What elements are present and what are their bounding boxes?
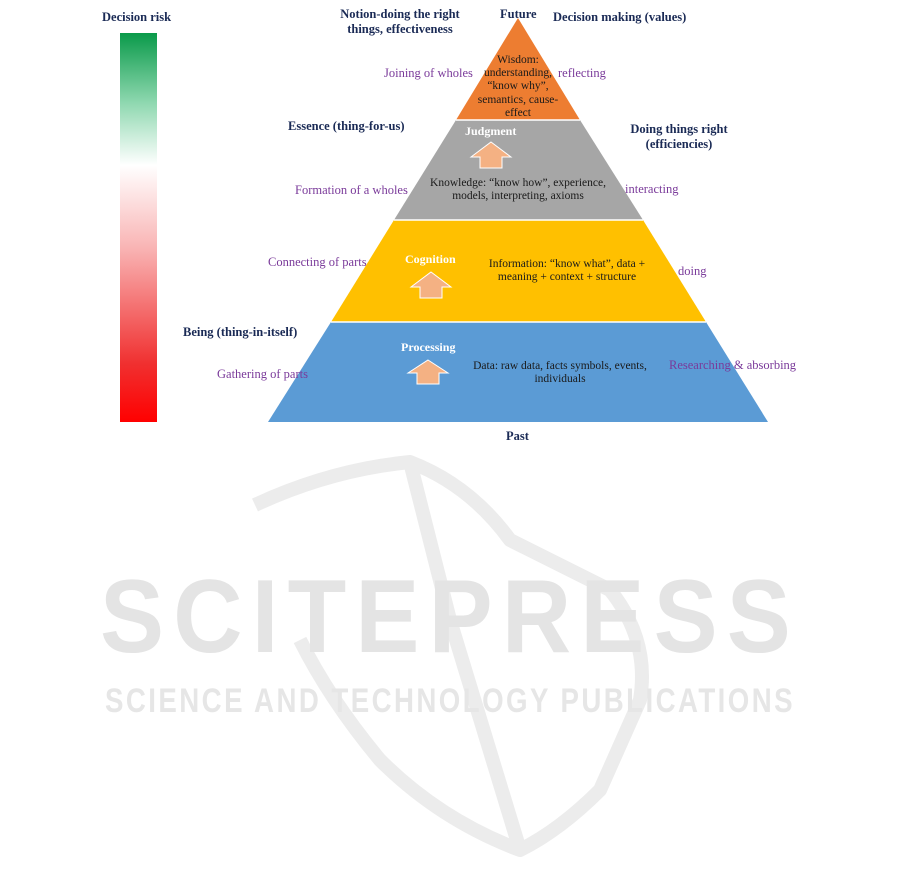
watermark-main-text: SCITEPRESS bbox=[100, 559, 800, 675]
level-knowledge bbox=[394, 120, 643, 220]
notion-label: Notion-doing the right things, effective… bbox=[340, 7, 460, 36]
left-action-formation: Formation of a wholes bbox=[295, 183, 408, 197]
data-text: Data: raw data, facts symbols, events, i… bbox=[473, 360, 647, 386]
left-action-joining: Joining of wholes bbox=[384, 66, 473, 80]
past-label: Past bbox=[506, 429, 529, 443]
level-wisdom bbox=[456, 18, 580, 120]
being-label: Being (thing-in-itself) bbox=[183, 325, 298, 339]
decision-making-label: Decision making (values) bbox=[553, 10, 687, 24]
essence-label: Essence (thing-for-us) bbox=[288, 119, 405, 133]
level-data bbox=[268, 322, 768, 422]
decision-risk-title: Decision risk bbox=[102, 10, 172, 24]
right-action-reflecting: reflecting bbox=[558, 66, 606, 80]
information-text: Information: “know what”, data + meaning… bbox=[488, 258, 646, 284]
left-action-connecting: Connecting of parts bbox=[268, 255, 367, 269]
up-arrow-cognition-icon bbox=[409, 271, 453, 299]
watermark-sub-text: SCIENCE AND TECHNOLOGY PUBLICATIONS bbox=[105, 682, 795, 720]
wisdom-text: Wisdom: understanding, “know why”, seman… bbox=[477, 54, 559, 119]
knowledge-text: Knowledge: “know how”, experience, model… bbox=[430, 177, 606, 203]
processing-label: Processing bbox=[401, 340, 456, 354]
future-label: Future bbox=[500, 7, 537, 21]
up-arrow-processing-icon bbox=[406, 359, 450, 385]
watermark-book-shape bbox=[252, 455, 649, 857]
watermark-book-inner bbox=[403, 460, 527, 853]
doing-right-label: Doing things right (efficiencies) bbox=[630, 122, 728, 151]
right-action-researching: Researching & absorbing bbox=[669, 358, 797, 372]
judgment-label: Judgment bbox=[465, 124, 517, 138]
right-action-doing: doing bbox=[678, 264, 707, 278]
right-action-interacting: interacting bbox=[625, 182, 679, 196]
cognition-label: Cognition bbox=[405, 252, 456, 266]
decision-risk-gradient-bar bbox=[120, 33, 157, 422]
up-arrow-judgment-icon bbox=[469, 141, 513, 169]
left-action-gathering: Gathering of parts bbox=[217, 367, 308, 381]
